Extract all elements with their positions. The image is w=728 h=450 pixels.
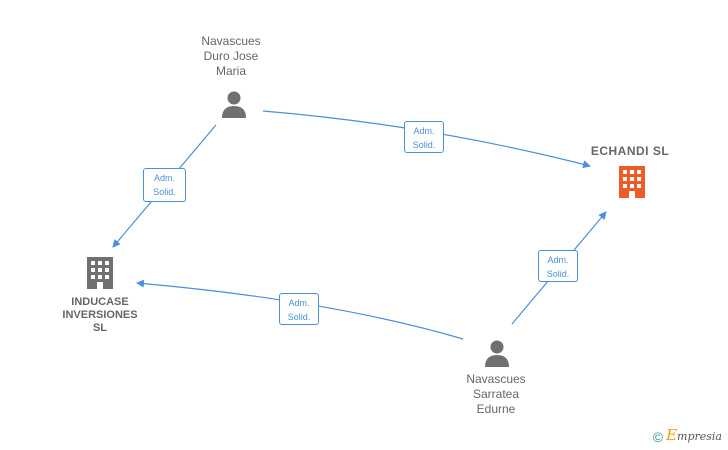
edge-badge[interactable]: Adm. Solid. <box>279 293 319 325</box>
company-main-label: ECHANDI SL <box>590 144 670 158</box>
brand-name: mpresia <box>677 429 722 443</box>
edge-badge-line1: Adm. <box>153 173 175 183</box>
person-bottom-label: Navascues Sarratea Edurne <box>466 372 526 416</box>
edge-badge-line1: Adm. <box>288 298 310 308</box>
building-icon[interactable] <box>84 256 116 290</box>
company-left-label: INDUCASE INVERSIONES SL <box>62 296 138 334</box>
brand-watermark: © Empresia <box>653 426 722 445</box>
edge-badge[interactable]: Adm. Solid. <box>404 121 444 153</box>
edge-badge-line2: Solid. <box>546 269 570 279</box>
building-icon[interactable] <box>616 165 648 199</box>
person-top-label: Navascues Duro Jose Maria <box>201 34 261 78</box>
edge-badge[interactable]: Adm. Solid. <box>538 250 578 282</box>
edge-badge-line1: Adm. <box>413 126 435 136</box>
edge-badge-line2: Solid. <box>412 140 436 150</box>
copyright-icon: © <box>652 429 664 445</box>
person-icon[interactable] <box>482 338 512 368</box>
edge-badge[interactable]: Adm. Solid. <box>143 168 186 202</box>
edge-badge-line2: Solid. <box>153 187 176 197</box>
edge-badge-line1: Adm. <box>547 255 569 265</box>
person-icon[interactable] <box>219 89 249 119</box>
edge-badge-line2: Solid. <box>287 312 311 322</box>
brand-logo-e: E <box>666 425 678 444</box>
